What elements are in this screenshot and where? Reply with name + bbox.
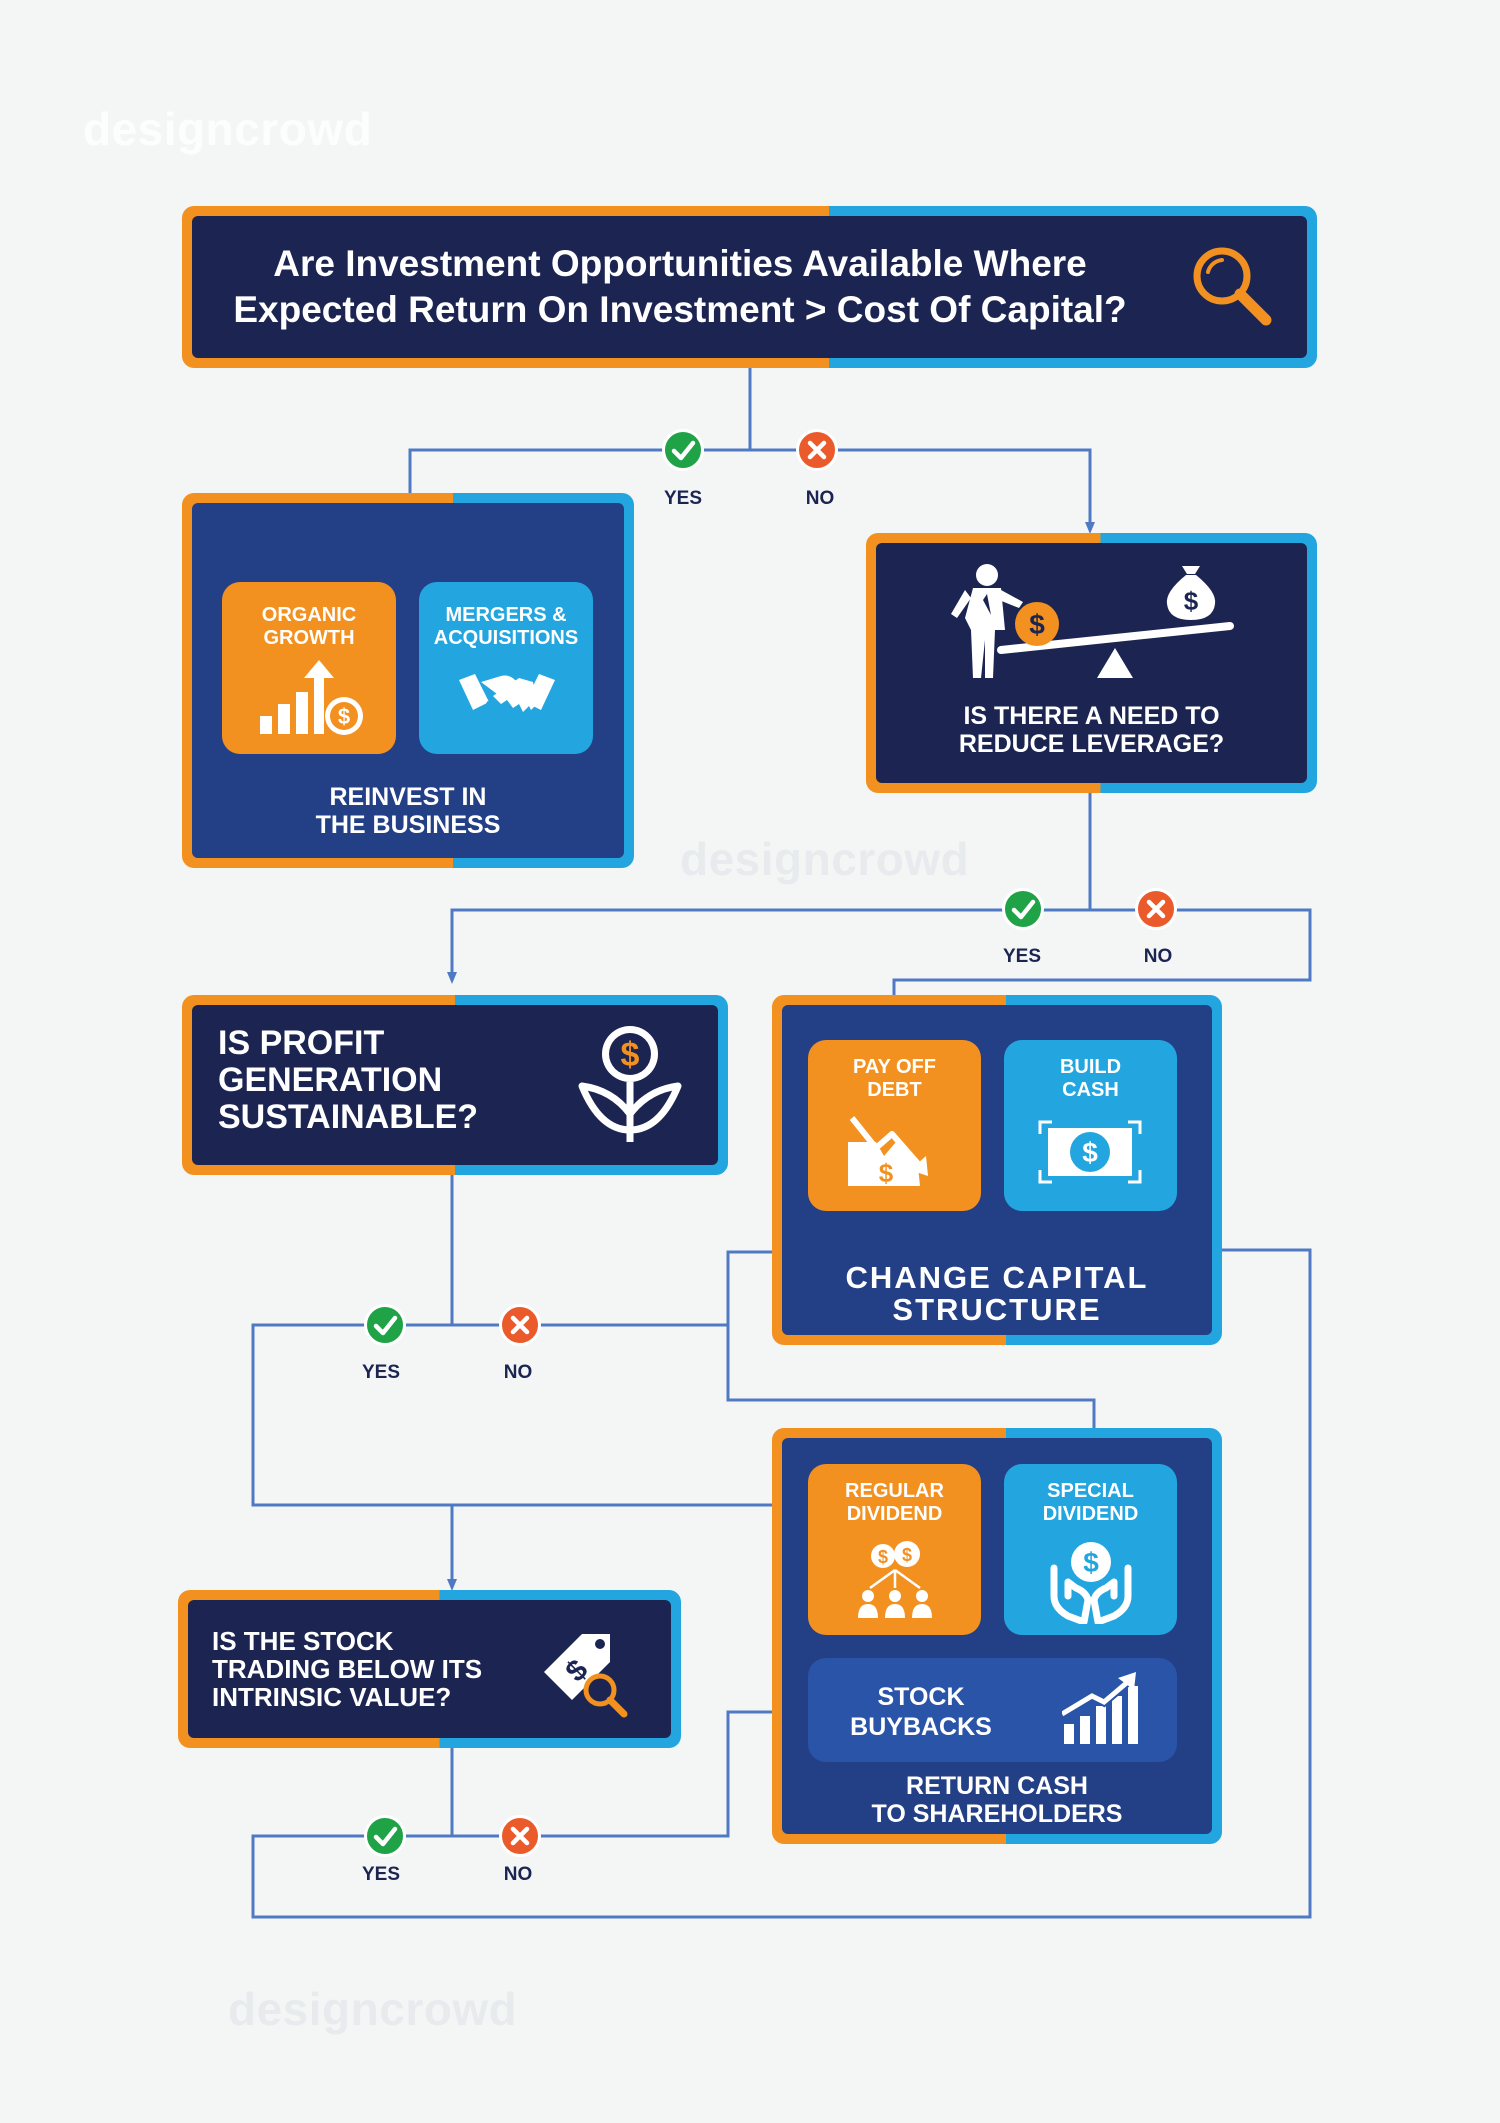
price-tag-search-icon: $	[538, 1626, 630, 1723]
cash-bill-icon: $	[1038, 1120, 1142, 1189]
svg-text:$: $	[902, 1545, 912, 1565]
dollar-plant-icon: $	[570, 1018, 690, 1153]
rising-chart-icon	[1059, 1670, 1142, 1753]
connector-leverage-yes	[447, 908, 1090, 984]
regular-dividend-card: REGULAR DIVIDEND $ $	[808, 1464, 981, 1635]
capital-title: CHANGE CAPITAL STRUCTURE	[845, 1260, 1149, 1327]
yes-label: YES	[663, 488, 703, 509]
mergers-acquisitions-card: MERGERS & ACQUISITIONS	[419, 582, 593, 754]
yes-check-icon	[364, 1815, 406, 1857]
connector-profit-yes	[251, 1323, 812, 1510]
svg-text:$: $	[338, 704, 350, 729]
profit-question: IS PROFIT GENERATION SUSTAINABLE?	[218, 1024, 479, 1136]
pay-off-debt-label: PAY OFF DEBT	[853, 1056, 936, 1101]
organic-growth-label: ORGANIC GROWTH	[261, 604, 357, 649]
yes-check-icon	[364, 1304, 406, 1346]
svg-text:$: $	[1082, 1137, 1098, 1168]
yes-label: YES	[1002, 946, 1042, 967]
leverage-box	[876, 543, 1307, 783]
svg-text:$: $	[621, 1036, 640, 1074]
mergers-acquisitions-label: MERGERS & ACQUISITIONS	[433, 604, 579, 649]
build-cash-label: BUILD CASH	[1059, 1056, 1122, 1101]
watermark: designcrowd	[83, 103, 373, 155]
handshake-icon	[457, 666, 557, 741]
svg-text:$: $	[1029, 609, 1045, 640]
debt-decline-icon: $	[846, 1112, 946, 1197]
yes-check-icon	[662, 429, 704, 471]
magnifier-icon	[1188, 242, 1278, 332]
stock-question: IS THE STOCK TRADING BELOW ITS INTRINSIC…	[212, 1626, 483, 1712]
yes-check-icon	[1002, 888, 1044, 930]
return-cash-title: RETURN CASH TO SHAREHOLDERS	[871, 1772, 1123, 1828]
svg-text:$: $	[1184, 586, 1199, 616]
growth-bars-icon: $	[252, 660, 367, 745]
no-cross-icon	[796, 429, 838, 471]
svg-text:$: $	[1083, 1547, 1099, 1578]
pay-off-debt-card: PAY OFF DEBT $	[808, 1040, 981, 1211]
top-question-line2: Expected Return On Investment > Cost Of …	[233, 289, 1127, 330]
no-cross-icon	[499, 1815, 541, 1857]
no-label: NO	[503, 1362, 533, 1383]
dividend-people-icon: $ $	[850, 1534, 940, 1629]
organic-growth-card: ORGANIC GROWTH $	[222, 582, 396, 754]
no-label: NO	[805, 488, 835, 509]
watermark: designcrowd	[680, 833, 970, 885]
stock-buybacks-label: STOCK BUYBACKS	[850, 1683, 992, 1741]
watermark: designcrowd	[228, 1983, 518, 2035]
leverage-question: IS THERE A NEED TO REDUCE LEVERAGE?	[958, 702, 1225, 758]
hands-dollar-icon: $	[1046, 1538, 1136, 1629]
connector-top-split	[408, 368, 752, 530]
no-label: NO	[1143, 946, 1173, 967]
yes-label: YES	[361, 1362, 401, 1383]
top-question-box	[192, 216, 1307, 358]
reinvest-title: REINVEST IN THE BUSINESS	[315, 783, 501, 839]
connector-top-no	[750, 448, 1095, 534]
no-label: NO	[503, 1864, 533, 1885]
connector-stock-no	[452, 1707, 812, 1838]
seesaw-businessman-icon: $ $	[945, 560, 1235, 685]
svg-text:$: $	[879, 1158, 894, 1188]
special-dividend-card: SPECIAL DIVIDEND $	[1004, 1464, 1177, 1635]
top-question-line1: Are Investment Opportunities Available W…	[273, 243, 1087, 284]
no-cross-icon	[1135, 888, 1177, 930]
yes-label: YES	[361, 1864, 401, 1885]
regular-dividend-label: REGULAR DIVIDEND	[845, 1480, 944, 1525]
build-cash-card: BUILD CASH $	[1004, 1040, 1177, 1211]
stock-buybacks-card: STOCK BUYBACKS	[808, 1658, 1177, 1762]
special-dividend-label: SPECIAL DIVIDEND	[1042, 1480, 1139, 1525]
svg-text:$: $	[878, 1547, 888, 1567]
no-cross-icon	[499, 1304, 541, 1346]
